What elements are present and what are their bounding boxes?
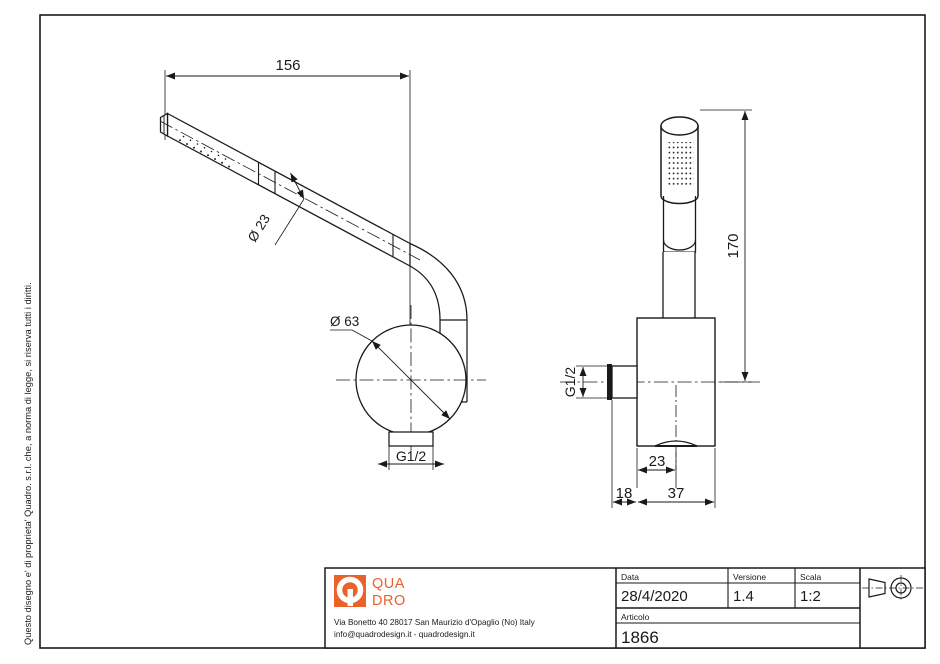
- dimension-37-label: 37: [668, 485, 685, 502]
- field-label-articolo: Articolo: [621, 612, 650, 622]
- dimension-dia63-label: Ø 63: [330, 314, 359, 329]
- field-value-data: 28/4/2020: [621, 588, 688, 605]
- dimension-170-label: 170: [725, 233, 742, 258]
- logo-text-line2: DRO: [372, 593, 406, 609]
- dimension-23: 23: [636, 448, 677, 488]
- quadro-logo: QUA DRO: [334, 575, 406, 609]
- company-address-line2: info@quadrodesign.it - quadrodesign.it: [334, 630, 475, 639]
- spray-face-texture: [179, 135, 230, 168]
- wall-body-block: [560, 317, 760, 470]
- handle-tube: [662, 196, 697, 319]
- front-elevation-view: G1/2 170 23 18 37: [560, 109, 760, 508]
- dimension-dia63: Ø 63: [330, 314, 451, 420]
- dimension-170: 170: [700, 109, 752, 383]
- field-label-scala: Scala: [800, 572, 822, 582]
- first-angle-projection-symbol: [862, 575, 923, 601]
- dimension-18-label: 18: [616, 485, 633, 502]
- dimension-18-37: 18 37: [611, 400, 716, 508]
- dimension-g12-front: G1/2: [562, 365, 608, 399]
- logo-q-tail: [347, 589, 353, 606]
- field-label-versione: Versione: [733, 572, 766, 582]
- field-value-articolo: 1866: [621, 628, 659, 647]
- dimension-23-label: 23: [649, 453, 666, 470]
- spray-perforations: [666, 142, 694, 186]
- logo-text-line1: QUA: [372, 576, 405, 592]
- side-elevation-view: 156: [159, 57, 486, 470]
- side-view-outlet: G1/2: [378, 431, 444, 470]
- dimension-g12-front-label: G1/2: [562, 367, 578, 398]
- copyright-notice-text: Questo disegno e' di proprieta' Quadro. …: [23, 282, 33, 645]
- company-address-line1: Via Bonetto 40 28017 San Maurizio d'Opag…: [334, 618, 536, 627]
- dimension-156-label: 156: [275, 57, 300, 74]
- handshower-tube: [159, 112, 421, 268]
- elbow-bend: [409, 242, 468, 403]
- field-value-scala: 1:2: [800, 588, 821, 605]
- field-label-data: Data: [621, 572, 639, 582]
- front-view-inlet-spigot: [607, 364, 638, 400]
- spray-head: [660, 116, 699, 205]
- side-view-g12-label: G1/2: [396, 448, 427, 464]
- titleblock: QUA DRO Via Bonetto 40 28017 San Maurizi…: [324, 567, 926, 649]
- field-value-versione: 1.4: [733, 588, 754, 605]
- copyright-notice: Questo disegno e' di proprieta' Quadro. …: [23, 282, 33, 645]
